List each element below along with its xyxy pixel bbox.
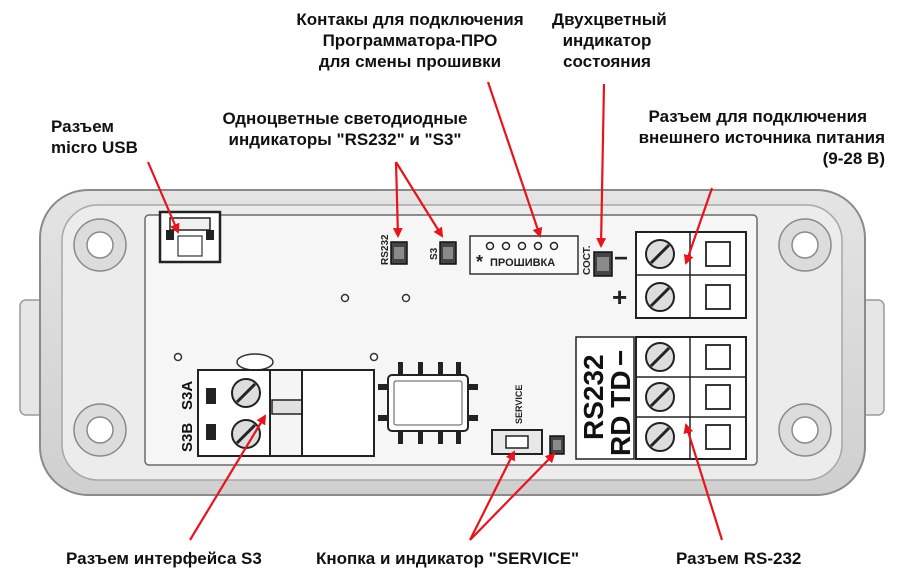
firmware-label: ПРОШИВКА: [490, 257, 555, 269]
status-callout-line-2: индикатор: [562, 31, 652, 50]
s3b-label: S3B: [179, 423, 196, 452]
led-status-label: СОСТ.: [582, 245, 593, 275]
leds-callout-line-2: индикаторы "RS232" и "S3": [228, 130, 462, 149]
arrow-service-button: [469, 450, 515, 541]
s3a-label: S3A: [179, 381, 196, 410]
status-callout: Двухцветный индикатор состояния: [552, 9, 667, 72]
service-button: [491, 429, 543, 455]
rs232-dash-label: −: [605, 350, 636, 366]
power-callout: Разъем для подключения внешнего источник…: [585, 106, 885, 169]
arrow-status: [596, 83, 607, 248]
power-callout-line-1: Разъем для подключения: [648, 107, 867, 126]
leds-callout-line-1: Одноцветные светодиодные: [222, 109, 468, 128]
arrow-led-rs232: [392, 161, 403, 238]
micro-usb-connector: [158, 210, 222, 264]
firmware-star: *: [476, 252, 483, 272]
firmware-callout: Контакы для подключения Программатора-ПР…: [275, 9, 545, 72]
led-rs232-label: RS232: [380, 234, 391, 265]
usb-callout-line-1: Разъем: [51, 117, 115, 136]
s3-callout: Разъем интерфейса S3: [66, 549, 262, 568]
service-callout: Кнопка и индикатор "SERVICE": [316, 549, 580, 568]
rd-td-board-label: RD TD: [605, 370, 636, 456]
status-callout-line-3: состояния: [563, 52, 651, 71]
led-rs232: [390, 241, 408, 265]
rs232-label-panel: [575, 336, 635, 460]
arrow-s3: [189, 414, 267, 541]
arrow-usb: [146, 161, 180, 234]
rs232-terminal-block: [635, 336, 747, 460]
callout-arrows: [146, 81, 724, 541]
s3-terminal-block: [197, 369, 375, 457]
firmware-callout-line-2: Программатора-ПРО: [322, 31, 498, 50]
rs232-callout: Разъем RS-232: [676, 549, 802, 568]
power-callout-line-2: внешнего источника питания: [638, 128, 885, 147]
rs232-board-label: RS232: [578, 354, 609, 440]
arrow-rs232: [683, 423, 724, 541]
ic-chip: [378, 362, 478, 444]
status-callout-line-1: Двухцветный: [552, 10, 667, 29]
service-board-label: SERVICE: [514, 385, 524, 424]
firmware-callout-line-1: Контакы для подключения: [296, 10, 524, 29]
power-plus-label: +: [612, 282, 627, 312]
leds-callout: Одноцветные светодиодные индикаторы "RS2…: [200, 108, 490, 150]
led-s3: [439, 241, 457, 265]
service-led: [549, 435, 565, 455]
power-minus-label: −: [614, 245, 628, 272]
arrow-power: [683, 187, 714, 265]
power-terminal-block: [635, 231, 747, 319]
arrow-led-s3: [395, 161, 444, 238]
led-status: [593, 251, 613, 277]
arrow-firmware: [486, 81, 543, 238]
usb-callout: Разъем micro USB: [51, 116, 138, 158]
led-s3-label: S3: [429, 247, 440, 260]
usb-callout-line-2: micro USB: [51, 138, 138, 157]
arrow-service-led: [469, 452, 556, 541]
firmware-callout-line-3: для смены прошивки: [318, 52, 502, 71]
s3-oval: [236, 353, 274, 371]
firmware-contacts: [469, 235, 579, 275]
power-callout-line-3: (9-28 В): [822, 149, 885, 168]
